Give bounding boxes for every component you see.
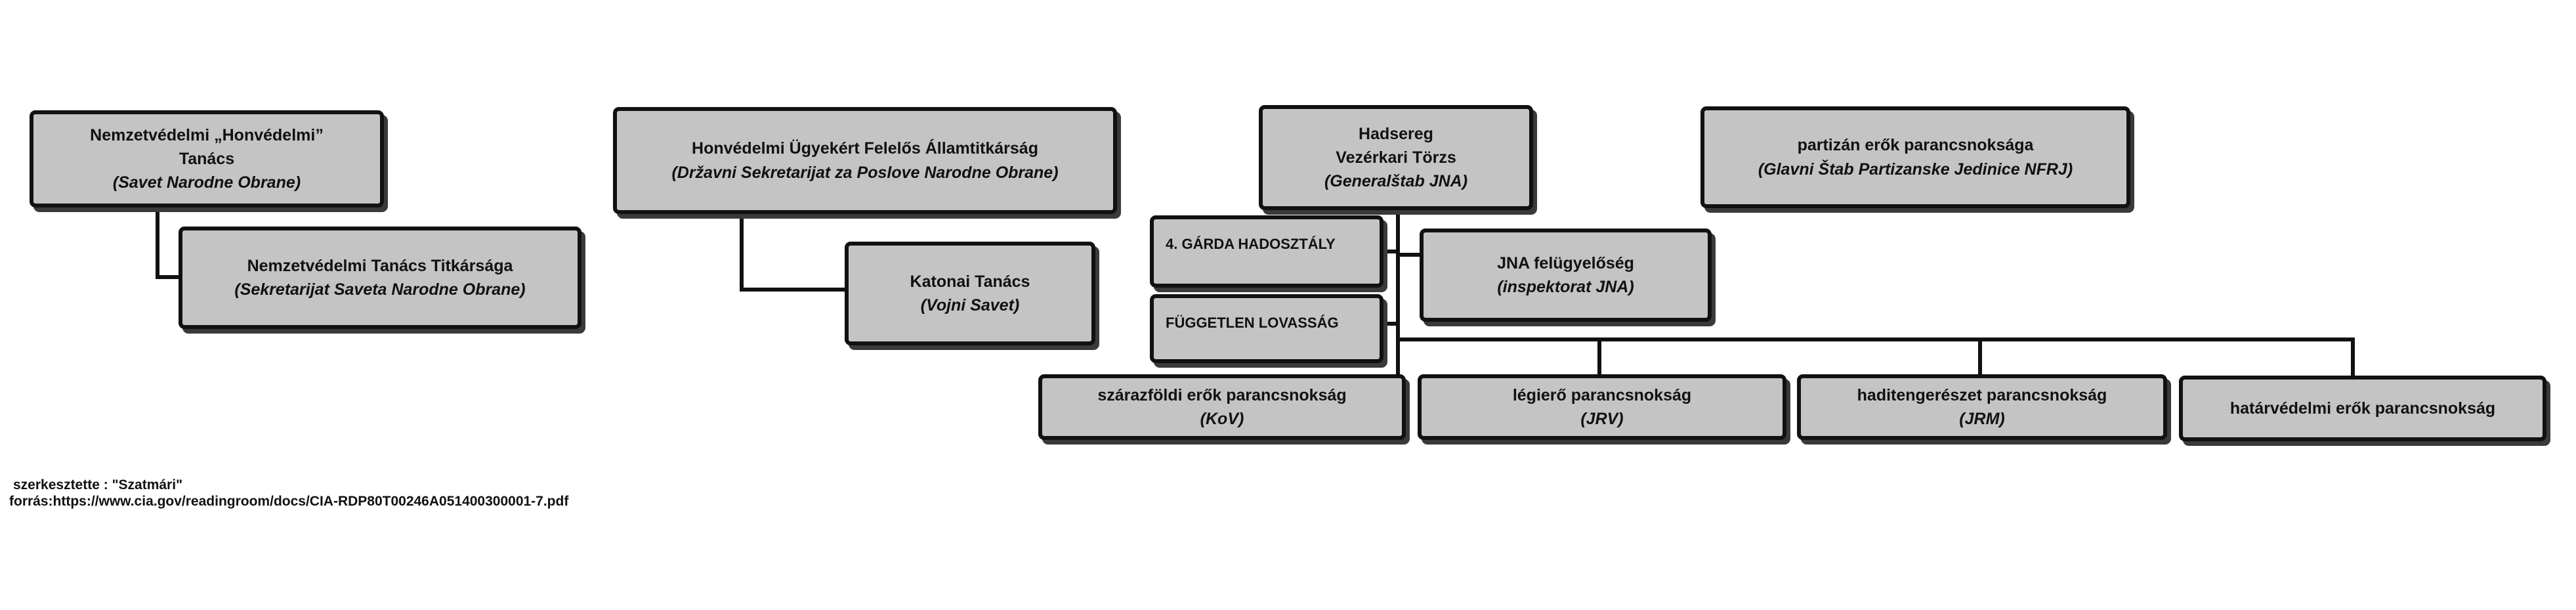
node-land-forces-command: szárazföldi erők parancsnokság (KoV) [1038,374,1406,440]
connector-to-land-forces [1396,338,1400,376]
node-original-name: (Glavni Štab Partizanske Jedinice NFRJ) [1758,160,2073,179]
node-council-secretariat: Nemzetvédelmi Tanács Titkársága (Sekreta… [179,227,581,329]
node-partisan-command: partizán erők parancsnoksága (Glavni Šta… [1700,106,2130,208]
node-state-secretariat: Honvédelmi Ügyekért Felelős Államtitkárs… [613,107,1117,214]
node-title: határvédelmi erők parancsnokság [2229,399,2496,418]
node-title: Hadsereg [1359,124,1433,143]
node-title: JNA felügyelőség [1497,253,1634,272]
node-title: partizán erők parancsnoksága [1797,136,2034,155]
connector-to-air-force [1597,338,1601,376]
connector-council-to-secretariat-h [156,275,183,279]
node-title: 4. GÁRDA HADOSZTÁLY [1166,236,1336,252]
node-army-general-staff: Hadsereg Vezérkari Törzs (Generalštab JN… [1259,105,1533,210]
connector-to-border-guard [2351,338,2355,376]
node-military-council: Katonai Tanács (Vojni Savet) [845,242,1095,345]
node-navy-command: haditengerészet parancsnokság (JRM) [1797,374,2167,440]
node-title: FÜGGETLEN LOVASSÁG [1166,315,1339,331]
editor-note: szerkesztette : "Szatmári" [13,477,183,492]
node-4th-guard-division: 4. GÁRDA HADOSZTÁLY [1150,215,1383,288]
node-original-name: (Državni Sekretarijat za Poslove Narodne… [671,163,1059,182]
connector-branches-bus [1396,338,2355,341]
node-subtitle: Tanács [179,149,235,168]
node-title: szárazföldi erők parancsnokság [1097,385,1347,404]
node-title: haditengerészet parancsnokság [1857,385,2107,404]
connector-state-to-military-h [740,288,849,292]
connector-staff-to-cavalry [1372,322,1398,326]
node-original-name: (inspektorat JNA) [1497,278,1634,296]
connector-state-to-military-v [740,210,744,292]
node-original-name: (KoV) [1200,410,1244,428]
node-title: Nemzetvédelmi Tanács Titkársága [247,256,513,275]
node-national-defence-council: Nemzetvédelmi „Honvédelmi” Tanács (Savet… [30,110,384,207]
node-title: légierő parancsnokság [1512,385,1692,404]
node-jna-inspectorate: JNA felügyelőség (inspektorat JNA) [1420,229,1712,322]
connector-staff-to-guard [1372,250,1398,253]
source-note: forrás:https://www.cia.gov/readingroom/d… [9,494,569,509]
connector-council-to-secretariat-v [156,194,159,279]
node-title: Honvédelmi Ügyekért Felelős Államtitkárs… [692,139,1038,158]
node-original-name: (JRM) [1959,410,2005,428]
connector-staff-trunk [1396,209,1400,375]
node-air-force-command: légierő parancsnokság (JRV) [1418,374,1786,440]
node-original-name: (Savet Narodne Obrane) [112,173,301,192]
node-original-name: (Generalštab JNA) [1324,172,1468,191]
node-subtitle: Vezérkari Törzs [1336,148,1456,167]
node-original-name: (JRV) [1580,410,1624,428]
node-original-name: (Vojni Savet) [920,296,1020,315]
node-original-name: (Sekretarijat Saveta Narodne Obrane) [234,280,526,299]
node-border-guard-command: határvédelmi erők parancsnokság [2179,376,2546,441]
node-title: Katonai Tanács [910,272,1030,291]
connector-to-navy [1978,338,1982,376]
node-title: Nemzetvédelmi „Honvédelmi” [90,125,324,144]
node-independent-cavalry: FÜGGETLEN LOVASSÁG [1150,294,1383,363]
connector-staff-to-inspectorate [1398,253,1423,257]
